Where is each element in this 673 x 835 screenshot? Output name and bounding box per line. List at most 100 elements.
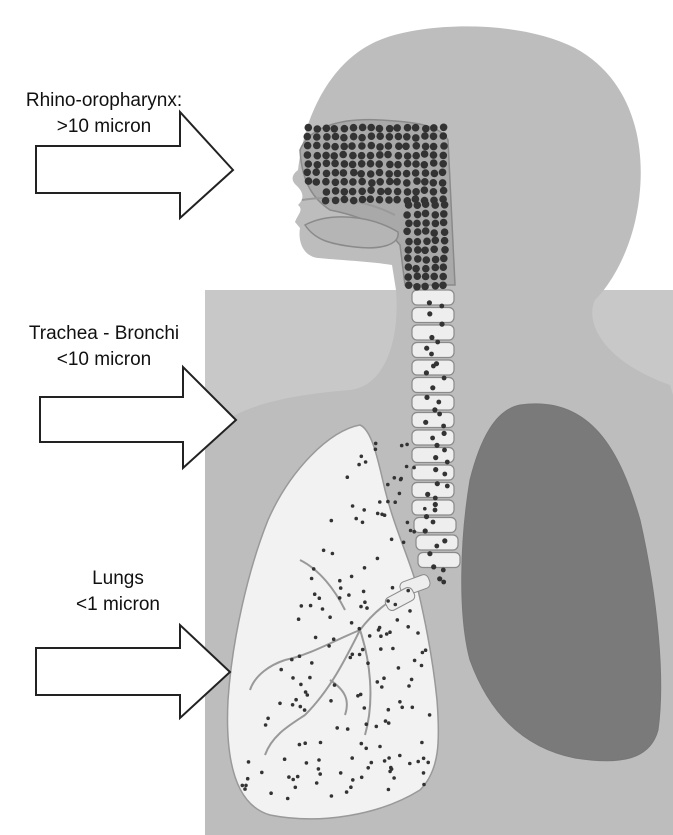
particle-dot <box>384 719 388 723</box>
particle-dot <box>351 504 355 508</box>
particle-dot <box>367 170 375 178</box>
particle-dot <box>323 188 331 196</box>
particle-dot <box>341 196 349 204</box>
particle-dot <box>329 699 333 703</box>
particle-dot <box>410 678 414 682</box>
particle-dot <box>412 124 420 132</box>
particle-dot <box>435 481 440 486</box>
particle-dot <box>442 448 447 453</box>
particle-dot <box>441 424 446 429</box>
particle-dot <box>442 431 447 436</box>
particle-dot <box>347 593 351 597</box>
particle-dot <box>291 676 295 680</box>
particle-dot <box>394 170 402 178</box>
label-trachea-bronchi-title: Trachea - Bronchi <box>0 321 208 347</box>
particle-dot <box>304 690 308 694</box>
particle-dot <box>359 196 367 204</box>
particle-dot <box>431 201 439 209</box>
trachea-ring <box>412 308 454 323</box>
particle-dot <box>349 656 353 660</box>
particle-dot <box>332 169 340 177</box>
particle-dot <box>414 255 422 263</box>
particle-dot <box>399 478 403 482</box>
particle-dot <box>358 160 366 168</box>
particle-dot <box>414 238 422 246</box>
particle-dot <box>303 169 311 177</box>
particle-dot <box>429 335 434 340</box>
particle-dot <box>386 161 394 169</box>
arrow-lungs <box>36 625 230 718</box>
particle-dot <box>360 742 364 746</box>
particle-dot <box>368 142 376 150</box>
particle-dot <box>430 229 438 237</box>
particle-dot <box>349 161 357 169</box>
particle-dot <box>363 566 367 570</box>
particle-dot <box>393 196 401 204</box>
particle-dot <box>433 508 438 513</box>
particle-dot <box>323 160 331 168</box>
particle-dot <box>405 201 413 209</box>
particle-dot <box>349 152 357 160</box>
particle-dot <box>318 772 322 776</box>
particle-dot <box>294 698 298 702</box>
particle-dot <box>367 124 375 132</box>
particle-dot <box>376 143 384 151</box>
particle-dot <box>332 187 340 195</box>
particle-dot <box>397 666 401 670</box>
particle-dot <box>432 264 440 272</box>
particle-dot <box>330 794 334 798</box>
particle-dot <box>338 579 342 583</box>
particle-dot <box>312 168 320 176</box>
particle-dot <box>421 178 429 186</box>
particle-dot <box>441 568 446 573</box>
particle-dot <box>313 178 321 186</box>
particle-dot <box>386 125 394 133</box>
particle-dot <box>341 125 349 133</box>
particle-dot <box>433 502 438 507</box>
particle-dot <box>386 178 394 186</box>
particle-dot <box>351 778 355 782</box>
particle-dot <box>392 776 396 780</box>
particle-dot <box>377 628 381 632</box>
particle-dot <box>439 304 444 309</box>
particle-dot <box>395 133 403 141</box>
particle-dot <box>411 706 415 710</box>
particle-dot <box>323 142 331 150</box>
particle-dot <box>305 124 313 132</box>
particle-dot <box>305 177 313 185</box>
particle-dot <box>385 632 389 636</box>
particle-dot <box>400 706 404 710</box>
particle-dot <box>427 300 432 305</box>
particle-dot <box>376 680 380 684</box>
particle-dot <box>339 771 343 775</box>
particle-dot <box>321 607 325 611</box>
particle-dot <box>422 227 430 235</box>
particle-dot <box>408 609 412 613</box>
particle-dot <box>376 169 384 177</box>
particle-dot <box>424 370 429 375</box>
particle-dot <box>430 385 435 390</box>
particle-dot <box>375 160 383 168</box>
particle-dot <box>358 152 366 160</box>
particle-dot <box>376 151 384 159</box>
particle-dot <box>260 771 264 775</box>
particle-dot <box>269 791 273 795</box>
particle-dot <box>439 169 447 177</box>
particle-dot <box>400 444 404 448</box>
particle-dot <box>366 766 370 770</box>
particle-dot <box>318 596 322 600</box>
particle-dot <box>314 152 322 160</box>
particle-dot <box>391 586 395 590</box>
particle-dot <box>432 256 440 264</box>
particle-dot <box>406 589 410 593</box>
particle-dot <box>266 717 270 721</box>
particle-dot <box>422 210 430 218</box>
particle-dot <box>314 161 322 169</box>
particle-dot <box>414 211 422 219</box>
particle-dot <box>322 178 330 186</box>
particle-dot <box>439 160 447 168</box>
particle-dot <box>429 352 434 357</box>
particle-dot <box>393 124 401 132</box>
particle-dot <box>323 133 331 141</box>
particle-dot <box>364 460 368 464</box>
